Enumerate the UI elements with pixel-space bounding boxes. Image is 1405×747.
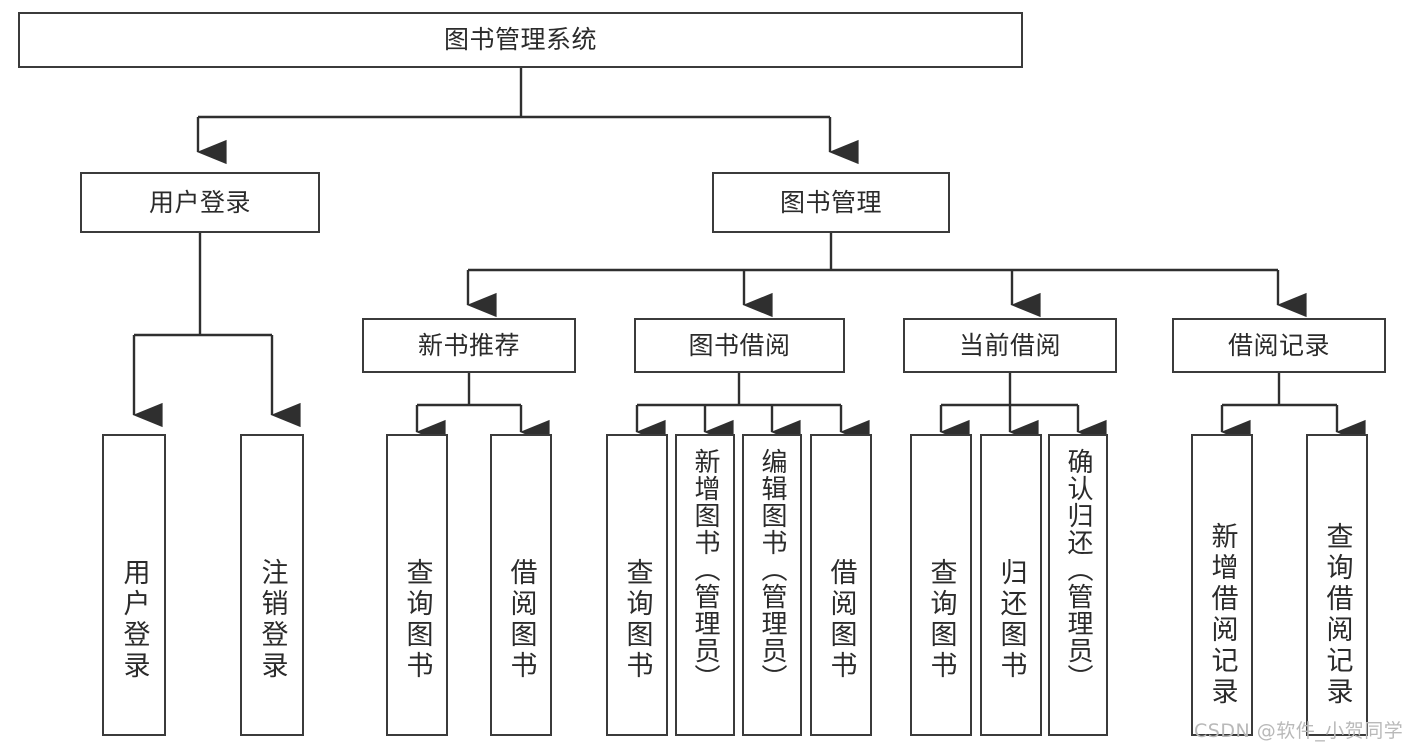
node-label: 借阅图书 — [505, 558, 537, 682]
node-borrow-record[interactable]: 借阅记录 — [1172, 318, 1386, 373]
node-library-management-system[interactable]: 图书管理系统 — [18, 12, 1023, 68]
leaf-return-book[interactable]: 归还图书 — [980, 434, 1042, 736]
node-book-borrow[interactable]: 图书借阅 — [634, 318, 845, 373]
node-label: 当前借阅 — [958, 330, 1061, 360]
node-label: 图书管理系统 — [443, 25, 597, 54]
node-label: 查询图书 — [621, 558, 653, 682]
leaf-query-book-3[interactable]: 查询图书 — [910, 434, 972, 736]
node-label: 图书借阅 — [688, 330, 791, 360]
leaf-user-login[interactable]: 用户登录 — [102, 434, 166, 736]
node-label: 新增借阅记录 — [1206, 522, 1238, 708]
node-label: 编辑图书（管理员） — [757, 448, 787, 691]
node-label: 借阅图书 — [825, 558, 857, 682]
leaf-query-book-2[interactable]: 查询图书 — [606, 434, 668, 736]
node-label: 图书管理 — [779, 187, 882, 217]
leaf-add-borrow-record[interactable]: 新增借阅记录 — [1191, 434, 1253, 736]
node-label: 新书推荐 — [417, 330, 520, 360]
node-label: 归还图书 — [995, 558, 1027, 682]
node-current-borrow[interactable]: 当前借阅 — [903, 318, 1117, 373]
node-user-login[interactable]: 用户登录 — [80, 172, 320, 233]
node-label: 借阅记录 — [1227, 330, 1330, 360]
node-new-book-recommend[interactable]: 新书推荐 — [362, 318, 576, 373]
leaf-borrow-book-1[interactable]: 借阅图书 — [490, 434, 552, 736]
leaf-edit-book-admin[interactable]: 编辑图书（管理员） — [742, 434, 802, 736]
leaf-confirm-return-admin[interactable]: 确认归还（管理员） — [1048, 434, 1108, 736]
node-book-management[interactable]: 图书管理 — [712, 172, 950, 233]
leaf-query-book-1[interactable]: 查询图书 — [386, 434, 448, 736]
node-label: 用户登录 — [118, 558, 150, 682]
leaf-borrow-book-2[interactable]: 借阅图书 — [810, 434, 872, 736]
leaf-add-book-admin[interactable]: 新增图书（管理员） — [675, 434, 735, 736]
node-label: 查询图书 — [925, 558, 957, 682]
node-label: 查询图书 — [401, 558, 433, 682]
csdn-watermark: CSDN @软件_小贺同学 — [1194, 720, 1404, 742]
node-label: 确认归还（管理员） — [1063, 448, 1093, 691]
leaf-logout[interactable]: 注销登录 — [240, 434, 304, 736]
node-label: 注销登录 — [256, 558, 288, 682]
node-label: 用户登录 — [148, 187, 251, 217]
node-label: 查询借阅记录 — [1321, 522, 1353, 708]
leaf-query-borrow-record[interactable]: 查询借阅记录 — [1306, 434, 1368, 736]
node-label: 新增图书（管理员） — [690, 448, 720, 691]
